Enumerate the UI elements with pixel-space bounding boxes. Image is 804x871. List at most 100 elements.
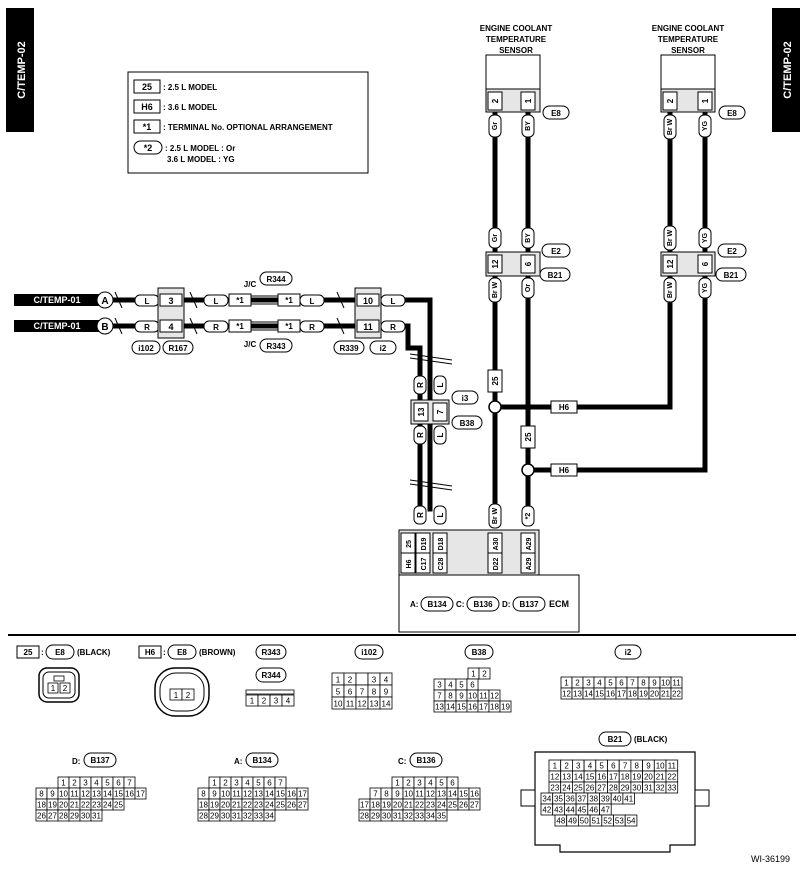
svg-text:6: 6 [524, 261, 533, 266]
b21-pin-label: 18 [621, 773, 630, 782]
svg-text:D:: D: [502, 600, 510, 609]
b21-pin-label: 40 [613, 795, 622, 804]
svg-text:*2: *2 [525, 513, 532, 520]
i2-pin-label: 2 [575, 679, 580, 688]
svg-text:C17: C17 [421, 557, 428, 570]
i2-pin-label: 11 [672, 679, 681, 688]
b21-pin-label: 26 [585, 784, 594, 793]
b137-pin-label: 14 [103, 790, 112, 799]
svg-text:2: 2 [63, 684, 68, 693]
b134-pin-label: 16 [287, 790, 296, 799]
b137-pin-label: 1 [61, 779, 66, 788]
svg-text:*1: *1 [285, 296, 293, 305]
b137-pin-label: 8 [39, 790, 44, 799]
svg-text:BY: BY [525, 233, 532, 243]
b134-pin-label: 6 [267, 779, 272, 788]
b134-pin-label: 13 [254, 790, 263, 799]
b134-pin-label: 24 [265, 801, 274, 810]
b21-pin-label: 19 [632, 773, 641, 782]
b21-pin-label: 50 [580, 817, 589, 826]
b21-pin-label: 14 [574, 773, 583, 782]
legend-text-star2-a: : 2.5 L MODEL : Or [165, 144, 235, 153]
b21-pin-label: 41 [624, 795, 633, 804]
b21-pin-label: 47 [601, 806, 610, 815]
svg-text:(BROWN): (BROWN) [199, 648, 236, 657]
b21-pin-cell [624, 814, 638, 827]
svg-text:R: R [416, 432, 425, 438]
svg-text:1: 1 [51, 684, 56, 693]
b136-pin-label: 35 [437, 812, 446, 821]
b136-pin-label: 26 [459, 801, 468, 810]
b136-pin-label: 16 [470, 790, 479, 799]
svg-text:J/C: J/C [244, 340, 257, 349]
b137-pin-label: 26 [37, 812, 46, 821]
svg-text:Br W: Br W [667, 229, 674, 246]
b38-pin-label: 1 [471, 670, 476, 679]
i2-pin-label: 7 [630, 679, 635, 688]
svg-text:A: A [101, 296, 108, 307]
b137-pin-label: 31 [92, 812, 101, 821]
b38-pin-label: 7 [437, 692, 442, 701]
svg-text:7: 7 [436, 409, 445, 414]
i102-pin-label: 8 [372, 688, 377, 697]
i2-pin-label: 14 [584, 690, 593, 699]
b134-pin-label: 29 [210, 812, 219, 821]
b134-pin-label: 34 [265, 812, 274, 821]
svg-text:Br W: Br W [492, 507, 499, 524]
b136-pin-label: 29 [371, 812, 380, 821]
b38-pin-label: 5 [459, 681, 464, 690]
b38-pin-label: 14 [446, 703, 455, 712]
svg-text:R167: R167 [168, 344, 188, 353]
b137-pin-label: 21 [70, 801, 79, 810]
sensor-left-title: ENGINE COOLANT TEMPERATURE SENSOR [480, 24, 553, 55]
svg-text:H6: H6 [406, 559, 413, 568]
b21-pin-label: 10 [656, 762, 665, 771]
b21-pin-label: 34 [542, 795, 551, 804]
b21-pin-label: 24 [562, 784, 571, 793]
i2-pin-label: 19 [639, 690, 648, 699]
svg-text:Or: Or [525, 284, 532, 292]
b21-pin-label: 22 [667, 773, 676, 782]
r-pin-label: 1 [250, 697, 255, 706]
svg-text:3: 3 [168, 296, 173, 306]
b136-pin-label: 32 [404, 812, 413, 821]
sensor-left-connector: 2 1 E8 [485, 54, 570, 120]
b136-pin-label: 5 [439, 779, 444, 788]
svg-text:B136: B136 [473, 600, 493, 609]
svg-text:C:: C: [398, 757, 406, 766]
i102-pin-cell [355, 672, 369, 686]
b21-pin-label: 38 [589, 795, 598, 804]
i2-pin-label: 18 [628, 690, 637, 699]
i102-pin-label: 2 [348, 676, 353, 685]
b21-pin-label: 48 [556, 817, 565, 826]
b136-pin-label: 24 [437, 801, 446, 810]
b21-pin-label: 12 [550, 773, 559, 782]
b38-pin-label: 3 [437, 681, 442, 690]
b134-pin-label: 5 [256, 779, 261, 788]
left-page-tag: C/TEMP-02 [6, 8, 34, 132]
legend: 25 : 2.5 L MODEL H6 : 3.6 L MODEL *1 : T… [127, 71, 369, 174]
svg-text:10: 10 [363, 296, 373, 306]
svg-text:1: 1 [701, 98, 710, 103]
svg-text:i102: i102 [361, 648, 377, 657]
svg-text:H6: H6 [145, 648, 156, 657]
b134-pin-label: 22 [243, 801, 252, 810]
b134-pin-label: 12 [243, 790, 252, 799]
b38-pin-label: 13 [435, 703, 444, 712]
b134-pin-label: 15 [276, 790, 285, 799]
legend-key-25: 25 [142, 82, 152, 92]
legend-text-star2-b: 3.6 L MODEL : YG [167, 155, 235, 164]
svg-text:12: 12 [666, 259, 675, 268]
svg-text:B: B [101, 322, 108, 333]
b134-pin-label: 32 [243, 812, 252, 821]
middle-section: R L 13 7 i3 B38 R L 25 H6 25 H6 R L Br W… [410, 369, 578, 529]
b21-pin-label: 25 [574, 784, 583, 793]
b136-pin-cell [468, 798, 481, 811]
svg-text::: : [163, 648, 166, 657]
svg-text:(BLACK): (BLACK) [634, 735, 668, 744]
svg-text:*1: *1 [236, 296, 244, 305]
b21-pin-label: 16 [597, 773, 606, 782]
svg-text:Br W: Br W [667, 281, 674, 298]
